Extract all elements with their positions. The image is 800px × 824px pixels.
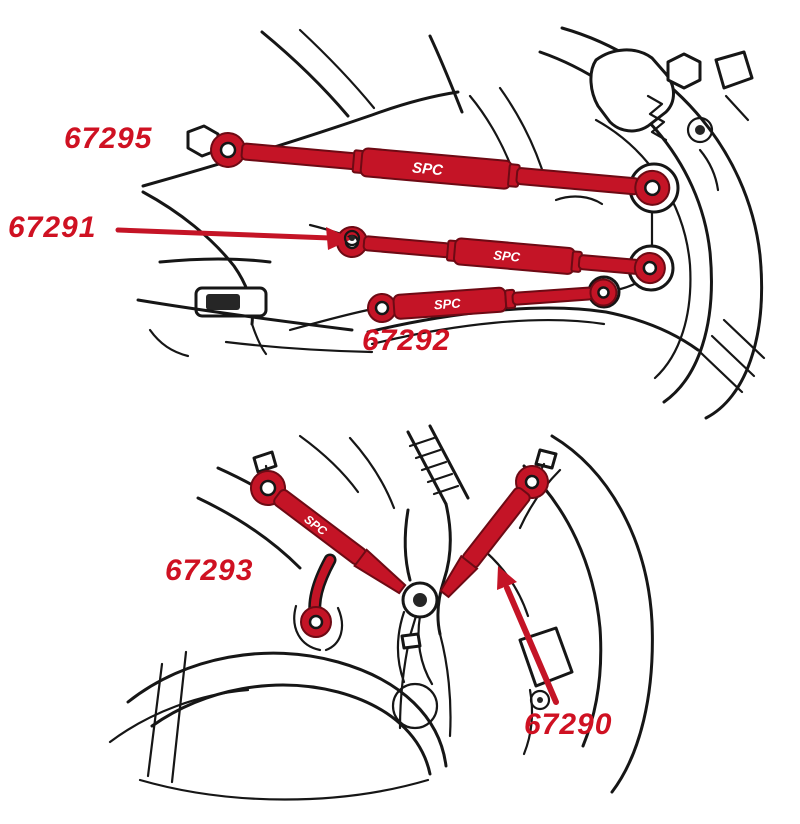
rotor-bottom	[138, 778, 430, 801]
knuckle-line	[403, 508, 412, 582]
rotor-arc	[126, 651, 448, 768]
axle-line	[428, 424, 470, 500]
knuckle-line	[417, 614, 434, 686]
arm-67293: SPC	[250, 470, 407, 595]
arm-eye-bolt	[219, 141, 237, 159]
caliper-line	[522, 688, 534, 756]
arm-67295: SPC	[210, 132, 671, 206]
part-label-67292: 67292	[362, 324, 451, 357]
frame-edge	[141, 90, 460, 188]
part-label-67295: 67295	[64, 122, 153, 155]
part-label-67290: 67290	[524, 708, 613, 741]
ball-joint-stem	[408, 614, 418, 638]
arm-rod	[511, 286, 594, 306]
frame-edge	[260, 30, 350, 118]
arm-rod	[240, 142, 359, 171]
bottom-illustration: SPC	[108, 424, 654, 801]
spring-coil	[646, 94, 668, 142]
boot-rib	[420, 460, 448, 472]
arm-eye-bolt	[644, 179, 661, 197]
frame-lower	[136, 298, 354, 332]
knuckle-line	[396, 610, 406, 684]
arm-taper	[439, 554, 479, 599]
top-illustration: SPC SPC	[115, 26, 766, 420]
arm-eye-bolt	[374, 300, 390, 316]
fender-arc	[550, 434, 654, 794]
boot-rib	[426, 472, 454, 484]
target-bolt-center	[349, 235, 355, 241]
frame-edge	[298, 434, 360, 494]
rotor-hatch	[170, 650, 188, 784]
frame-edge	[428, 34, 464, 114]
bolt-center	[695, 125, 705, 135]
frame-foot	[148, 328, 190, 358]
brand-mark: SPC	[493, 247, 522, 264]
boot-rib	[432, 484, 460, 496]
hub-ring	[391, 682, 439, 730]
arm-67290	[439, 465, 549, 599]
bolt-head	[534, 448, 558, 470]
arrow-67290	[497, 566, 559, 705]
frame-ledge	[158, 257, 272, 264]
rotor-hatch	[146, 662, 164, 778]
sway-bar	[366, 306, 700, 352]
arm-eye-bolt	[524, 474, 540, 490]
knuckle-line	[436, 502, 452, 636]
hub-line	[438, 632, 452, 738]
hatch-line	[710, 334, 756, 378]
line	[724, 94, 750, 122]
sway-bar	[370, 318, 606, 346]
bracket	[714, 50, 754, 90]
arm-rod	[515, 167, 640, 196]
frame-bracket-slot	[206, 294, 240, 310]
arm-rod	[362, 235, 451, 259]
arrow-head	[497, 566, 517, 590]
arrow-shaft	[115, 227, 333, 241]
frame-link	[288, 308, 370, 332]
bolt-head	[252, 450, 278, 474]
frame-edge	[298, 28, 376, 110]
frame-lower	[224, 340, 374, 354]
arm-eye-bolt	[642, 260, 658, 276]
frame-edge	[196, 496, 302, 570]
arrow-head	[326, 227, 352, 250]
line	[554, 195, 604, 206]
arm-eye-bolt	[597, 286, 610, 299]
arm-67292: SPC	[367, 278, 618, 323]
bolt-ring	[686, 116, 714, 144]
line	[698, 148, 720, 192]
brand-mark: SPC	[411, 159, 444, 179]
frame-edge	[348, 436, 396, 510]
ball-joint-center	[413, 593, 427, 607]
rotor-arc	[108, 688, 250, 744]
boot-rib	[408, 436, 436, 448]
boot-rib	[414, 448, 442, 460]
part-label-67291: 67291	[8, 211, 97, 244]
caliper-bolt-center	[537, 697, 543, 703]
part-label-67293: 67293	[165, 554, 254, 587]
arm-67291: SPC	[336, 226, 666, 285]
arm-eye-bolt	[259, 479, 277, 497]
hatch-line	[698, 350, 744, 394]
frame-lower	[250, 322, 268, 356]
hub-arc	[594, 118, 692, 380]
fender-inner	[522, 464, 603, 748]
bushing-bracket	[324, 606, 344, 652]
ball-joint-nut	[400, 632, 422, 650]
arm-taper	[353, 548, 407, 595]
arrow-shaft	[504, 585, 559, 705]
red-bushing-bolt	[308, 614, 324, 630]
arrow-67291	[115, 227, 352, 250]
rotor-arc	[150, 683, 432, 776]
brand-mark: SPC	[433, 295, 461, 312]
target-bolt	[343, 229, 361, 247]
hatch-line	[722, 318, 766, 360]
bushing-bracket	[293, 604, 322, 652]
knuckle-outline	[589, 48, 675, 133]
hex-nut	[666, 52, 702, 90]
